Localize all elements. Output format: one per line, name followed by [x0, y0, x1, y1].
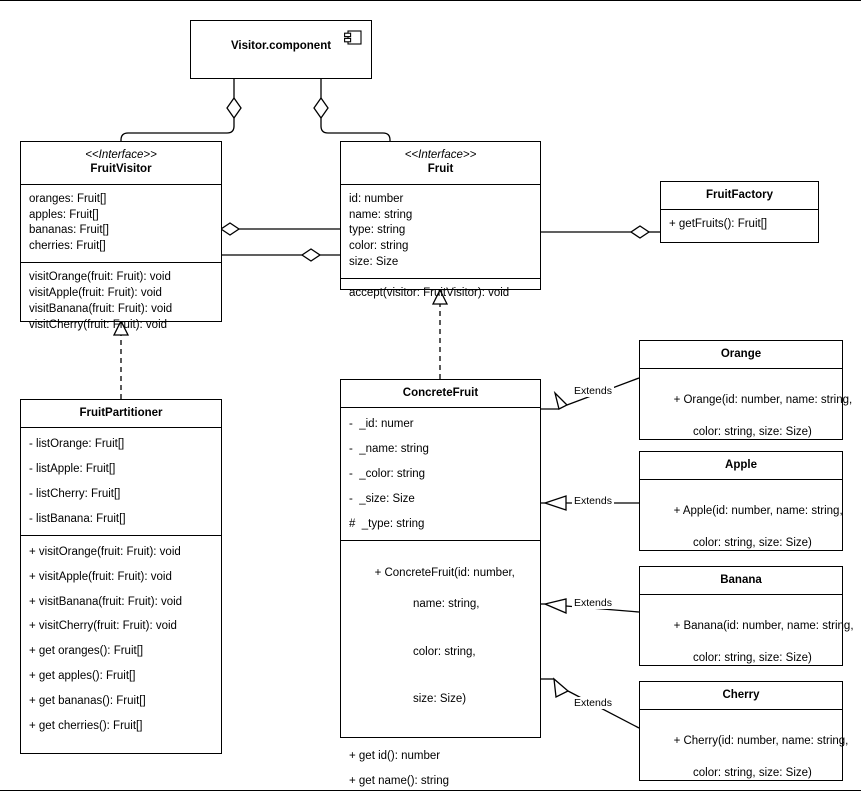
component-icon — [344, 30, 362, 45]
attribute-row: # _type: string — [349, 517, 425, 530]
stereotype-interface: <<Interface>> — [404, 149, 477, 161]
method-row: + getFruits(): Fruit[] — [669, 218, 768, 231]
edge-fruit-aggregates-fruitvisitor — [221, 248, 340, 262]
method-row: accept(visitor: FruitVisitor): void — [349, 287, 510, 300]
constructor-line-1: + Apple(id: number, name: string, — [673, 505, 843, 518]
class-orange[interactable]: Orange + Orange(id: number, name: string… — [639, 340, 852, 503]
method-row: visitOrange(fruit: Fruit): void — [29, 271, 171, 284]
constructor-line-1: + Orange(id: number, name: string, — [673, 394, 853, 407]
edge-fruitfactory-aggregates-fruit — [540, 225, 660, 239]
constructor-line-1: + Banana(id: number, name: string, — [673, 620, 854, 633]
class-concrete-fruit-title: ConcreteFruit — [402, 387, 479, 399]
class-concrete-fruit-methods: + ConcreteFruit(id: number, name: string… — [341, 539, 540, 790]
class-fruit-partitioner-attributes: - listOrange: Fruit[] - listApple: Fruit… — [21, 427, 221, 534]
stereotype-interface: <<Interface>> — [85, 149, 157, 161]
class-banana-constructor: + Banana(id: number, name: string, color… — [640, 594, 854, 706]
attribute-row: - listApple: Fruit[] — [29, 463, 116, 476]
component-title: Visitor.component — [230, 40, 332, 52]
method-row: visitCherry(fruit: Fruit): void — [29, 318, 168, 331]
edge-label-extends-cherry: Extends — [572, 697, 614, 709]
attribute-row: cherries: Fruit[] — [29, 240, 106, 253]
class-fruit-methods: accept(visitor: FruitVisitor): void — [341, 278, 540, 309]
attribute-row: id: number — [349, 192, 404, 205]
attribute-row: - _id: numer — [349, 418, 414, 431]
method-row: + get bananas(): Fruit[] — [29, 694, 146, 707]
class-fruit-title: <<Interface>> Fruit — [341, 142, 540, 184]
class-fruit-factory[interactable]: FruitFactory + getFruits(): Fruit[] — [660, 181, 819, 243]
attribute-row: color: string — [349, 240, 409, 253]
attribute-row: - _name: string — [349, 443, 429, 456]
class-fruit-visitor-methods: visitOrange(fruit: Fruit): void visitApp… — [21, 262, 221, 340]
attribute-row: type: string — [349, 224, 406, 237]
attribute-row: apples: Fruit[] — [29, 208, 99, 221]
class-cherry-constructor: + Cherry(id: number, name: string, color… — [640, 709, 849, 790]
method-row: + visitApple(fruit: Fruit): void — [29, 570, 172, 583]
attribute-row: - listOrange: Fruit[] — [29, 438, 125, 451]
constructor-line-2: color: string, size: Size) — [693, 651, 812, 664]
method-row: + get oranges(): Fruit[] — [29, 645, 144, 658]
constructor-line-4: size: Size) — [413, 693, 467, 706]
constructor-line-1: + ConcreteFruit(id: number, — [374, 566, 515, 579]
edge-label-extends-apple: Extends — [572, 495, 614, 507]
constructor-line-2: name: string, — [413, 598, 480, 611]
method-row: + get name(): string — [349, 774, 450, 787]
attribute-row: - _color: string — [349, 468, 426, 481]
edge-component-to-fruitvisitor — [120, 79, 242, 142]
class-apple-title: Apple — [725, 459, 757, 471]
method-row: visitBanana(fruit: Fruit): void — [29, 302, 173, 315]
method-row: + visitBanana(fruit: Fruit): void — [29, 595, 183, 608]
class-fruit[interactable]: <<Interface>> Fruit id: number name: str… — [340, 141, 541, 299]
class-banana[interactable]: Banana + Banana(id: number, name: string… — [639, 566, 854, 729]
class-apple-constructor: + Apple(id: number, name: string, color:… — [640, 479, 843, 591]
class-concrete-fruit[interactable]: ConcreteFruit - _id: numer - _name: stri… — [340, 379, 541, 787]
method-row: + get id(): number — [349, 749, 441, 762]
attribute-row: - listBanana: Fruit[] — [29, 512, 126, 525]
attribute-row: - _size: Size — [349, 492, 415, 505]
constructor-line-2: color: string, size: Size) — [693, 536, 812, 549]
edge-fruitvisitor-aggregates-fruit — [219, 222, 340, 236]
class-fruit-visitor-title: <<Interface>> FruitVisitor — [21, 142, 221, 184]
attribute-row: size: Size — [349, 256, 399, 269]
class-fruit-factory-methods: + getFruits(): Fruit[] — [661, 209, 818, 240]
class-orange-title: Orange — [720, 348, 762, 360]
class-concrete-fruit-attributes: - _id: numer - _name: string - _color: s… — [341, 407, 540, 539]
constructor-line-2: color: string, size: Size) — [693, 425, 812, 438]
method-row: + visitOrange(fruit: Fruit): void — [29, 545, 181, 558]
attribute-row: oranges: Fruit[] — [29, 192, 107, 205]
attribute-row: - listCherry: Fruit[] — [29, 488, 121, 501]
class-cherry[interactable]: Cherry + Cherry(id: number, name: string… — [639, 681, 848, 781]
constructor-row: + Banana(id: number, name: string, color… — [648, 603, 854, 698]
constructor-row: + Apple(id: number, name: string, color:… — [648, 488, 843, 583]
class-name: FruitVisitor — [90, 163, 152, 176]
edge-label-extends-banana: Extends — [572, 597, 614, 609]
method-row: + get cherries(): Fruit[] — [29, 719, 143, 732]
edge-label-extends-orange: Extends — [572, 385, 614, 397]
class-apple[interactable]: Apple + Apple(id: number, name: string, … — [639, 451, 843, 614]
constructor-row: + Orange(id: number, name: string, color… — [648, 377, 853, 472]
class-banana-title: Banana — [720, 574, 762, 586]
constructor-row: + Cherry(id: number, name: string, color… — [648, 718, 849, 790]
class-orange-constructor: + Orange(id: number, name: string, color… — [640, 368, 853, 480]
constructor-line-3: color: string, — [413, 645, 476, 658]
component-visitor[interactable]: Visitor.component — [190, 20, 372, 79]
class-fruit-factory-title: FruitFactory — [705, 189, 774, 201]
method-row: + visitCherry(fruit: Fruit): void — [29, 620, 177, 633]
class-fruit-partitioner-title: FruitPartitioner — [79, 407, 163, 419]
class-cherry-title: Cherry — [722, 689, 760, 701]
constructor-row: + ConcreteFruit(id: number, name: string… — [349, 550, 532, 740]
constructor-line-2: color: string, size: Size) — [693, 766, 812, 779]
class-fruit-visitor[interactable]: <<Interface>> FruitVisitor oranges: Frui… — [20, 141, 222, 331]
method-row: visitApple(fruit: Fruit): void — [29, 287, 162, 300]
class-fruit-attributes: id: number name: string type: string col… — [341, 183, 540, 278]
class-fruit-visitor-attributes: oranges: Fruit[] apples: Fruit[] bananas… — [21, 183, 221, 262]
attribute-row: bananas: Fruit[] — [29, 224, 109, 237]
edge-component-to-fruit — [313, 79, 391, 142]
constructor-line-1: + Cherry(id: number, name: string, — [673, 735, 849, 748]
attribute-row: name: string — [349, 208, 413, 221]
class-fruit-partitioner[interactable]: FruitPartitioner - listOrange: Fruit[] -… — [20, 399, 222, 754]
method-row: + get apples(): Fruit[] — [29, 670, 136, 683]
class-fruit-partitioner-methods: + visitOrange(fruit: Fruit): void + visi… — [21, 534, 221, 742]
class-name: Fruit — [427, 163, 454, 176]
